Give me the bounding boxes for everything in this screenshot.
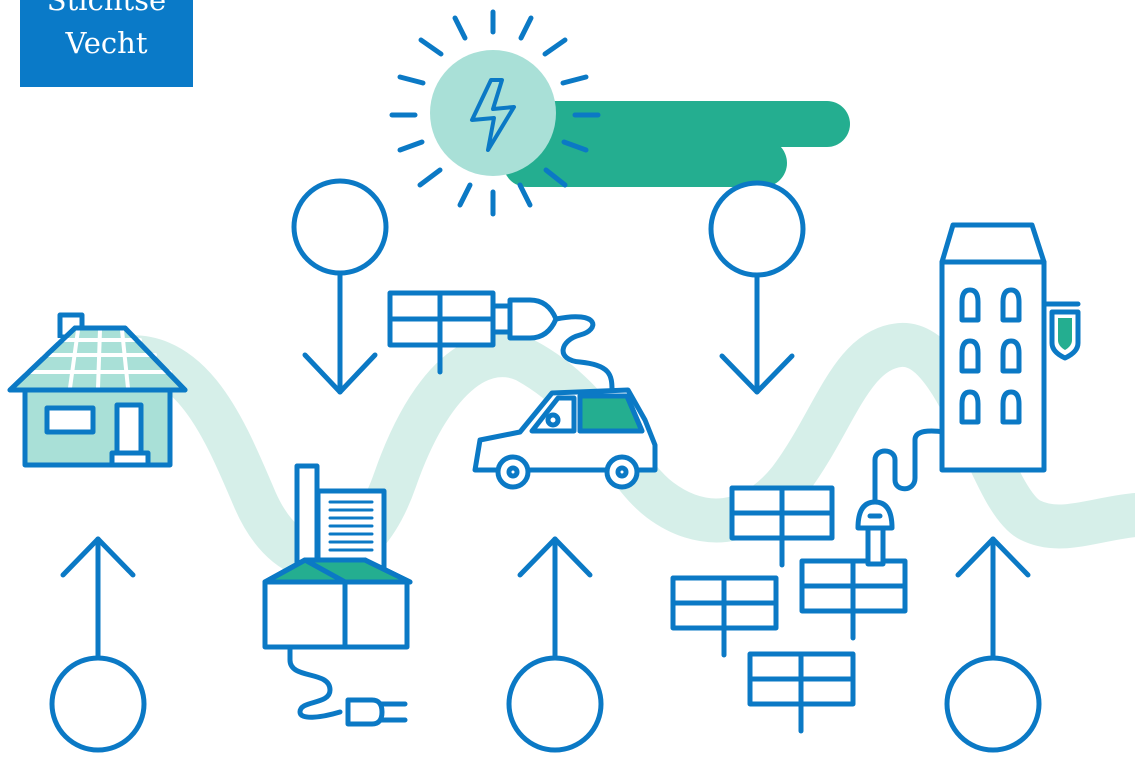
solar-panel-icon [670,575,779,658]
municipality-logo: Stichtse Vecht [20,0,193,87]
solar-panel-icon [799,558,908,641]
lightning-bolt-icon [470,78,516,152]
electric-plug-icon [855,428,948,567]
solar-panel-icon [747,651,856,734]
logo-line-1: Stichtse [46,0,167,17]
arrow-up-icon [506,536,604,753]
electric-plug-icon [345,697,408,727]
town-hall-icon [939,222,1081,473]
arrow-down-icon [708,180,806,395]
arrow-down-icon [291,178,389,395]
arrow-up-icon [944,536,1042,753]
office-building-icon [262,463,413,720]
electric-plug-icon [490,297,615,393]
arrow-up-icon [49,536,147,753]
solar-panel-icon [387,290,496,375]
shield-flag-icon [1049,309,1081,361]
logo-line-2: Vecht [65,26,148,60]
electric-car-icon [472,387,658,490]
house-icon [7,312,188,468]
solar-panel-icon [729,485,835,568]
cloud-icon [503,101,850,187]
sun-icon [389,9,601,217]
